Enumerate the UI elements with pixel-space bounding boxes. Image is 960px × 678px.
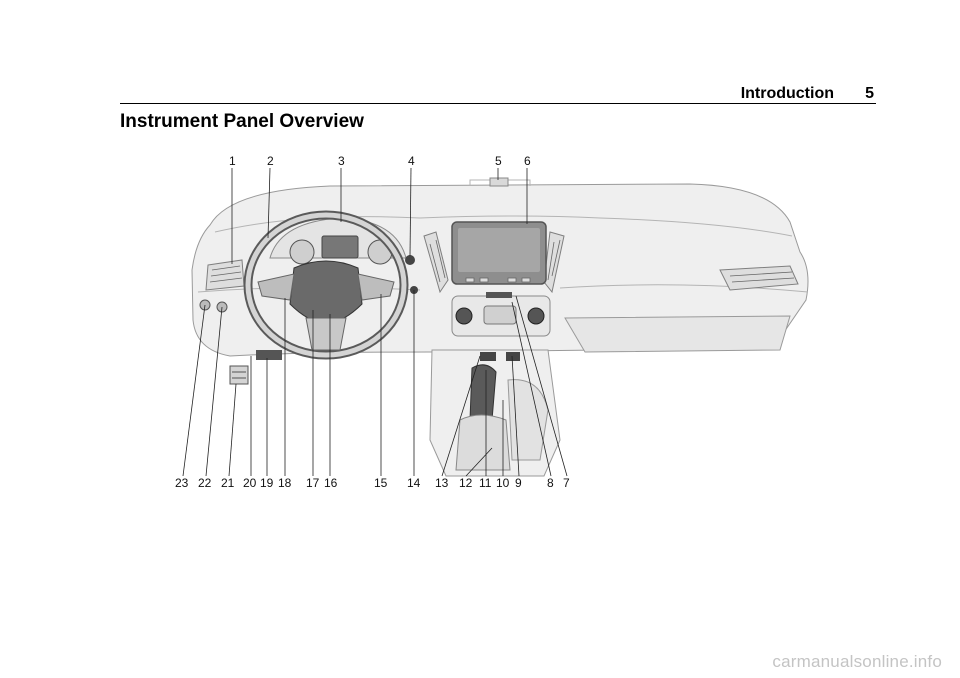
callout-7: 7: [563, 476, 570, 490]
header-rule: [120, 103, 876, 104]
callout-20: 20: [243, 476, 257, 490]
watermark: carmanualsonline.info: [772, 652, 942, 671]
callout-9: 9: [515, 476, 522, 490]
callout-13: 13: [435, 476, 449, 490]
callout-11: 11: [479, 476, 492, 490]
page-header: Introduction 5: [120, 84, 880, 104]
page-number: 5: [865, 85, 874, 102]
instrument-panel-illustration: 1 2 3 4 5 6 23 22 21 20 19 18 17 16 15 1…: [175, 154, 809, 490]
callout-19: 19: [260, 476, 274, 490]
left-vent: [205, 259, 245, 291]
callout-5: 5: [495, 154, 502, 168]
callout-15: 15: [374, 476, 388, 490]
running-head: Introduction: [740, 85, 834, 102]
callout-3: 3: [338, 154, 345, 168]
callout-17: 17: [306, 476, 320, 490]
center-left-vent: [423, 231, 449, 294]
callout-21: 21: [221, 476, 235, 490]
callout-8: 8: [547, 476, 554, 490]
callout-4: 4: [408, 154, 415, 168]
right-knob: [527, 307, 545, 325]
callout-2: 2: [267, 154, 274, 168]
sensor-module: [489, 177, 509, 187]
steering-wheel: [243, 210, 409, 360]
callout-22: 22: [198, 476, 212, 490]
section-title: Instrument Panel Overview: [120, 111, 364, 132]
left-knob: [455, 307, 473, 325]
right-vent: [719, 265, 799, 291]
callout-1: 1: [229, 154, 236, 168]
callout-14: 14: [407, 476, 421, 490]
callout-18: 18: [278, 476, 292, 490]
callout-12: 12: [459, 476, 473, 490]
callout-10: 10: [496, 476, 510, 490]
callout-23: 23: [175, 476, 189, 490]
shifter: [469, 364, 497, 421]
glovebox: [564, 315, 791, 353]
callout-16: 16: [324, 476, 338, 490]
wheel-hub: [289, 260, 363, 325]
callout-6: 6: [524, 154, 531, 168]
